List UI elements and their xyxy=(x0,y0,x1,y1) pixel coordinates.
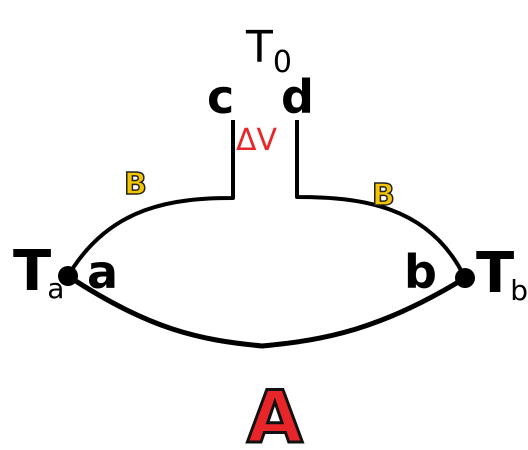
label-a: a xyxy=(87,245,118,299)
delta-v-label: ΔV xyxy=(236,123,278,158)
ta-main: T xyxy=(13,239,51,304)
metal-a-label: A xyxy=(247,375,303,450)
tb-main: T xyxy=(476,241,514,306)
label-b-node: b xyxy=(404,245,437,299)
wire-b-right xyxy=(295,120,467,279)
tb-label: Tb xyxy=(476,241,528,307)
t0-main: T xyxy=(245,22,273,73)
metal-b-label-left: B xyxy=(124,167,147,202)
junction-b-dot xyxy=(455,268,475,288)
label-d: d xyxy=(281,70,314,124)
ta-sub: a xyxy=(47,272,64,305)
t0-label: T0 xyxy=(245,22,292,80)
label-c: c xyxy=(207,70,234,124)
ta-label: Ta xyxy=(13,239,64,305)
junction-a-dot xyxy=(58,266,78,286)
t0-sub: 0 xyxy=(273,45,292,80)
wire-b-left xyxy=(66,120,235,278)
metal-b-label-right: B xyxy=(372,178,395,213)
tb-sub: b xyxy=(510,274,528,307)
wire-a xyxy=(65,273,468,349)
